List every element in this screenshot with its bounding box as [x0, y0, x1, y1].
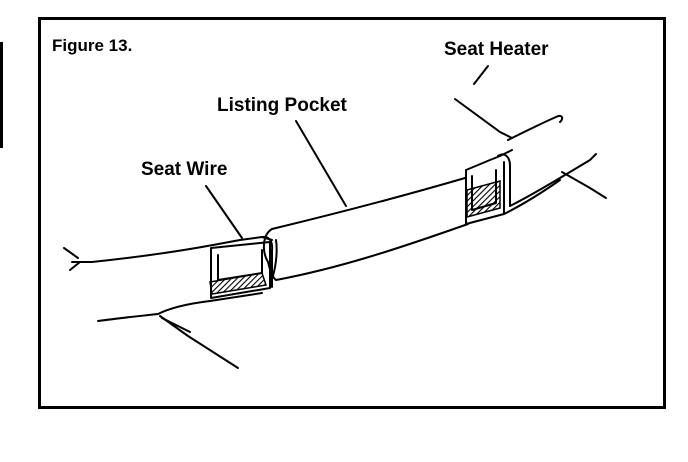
- page-edge-mark: [0, 42, 3, 148]
- seat-heater-label: Seat Heater: [444, 39, 549, 60]
- right-clip-lip: [497, 153, 511, 207]
- listing-pocket-top: [271, 177, 466, 230]
- listing-pocket-label: Listing Pocket: [217, 95, 347, 116]
- left-wire-hatch: [209, 272, 267, 295]
- right-wire-hatch: [466, 180, 501, 218]
- right-cushion-back: [503, 179, 561, 215]
- figure-frame: [38, 17, 666, 409]
- seat-heater-leader: [454, 65, 513, 139]
- seat-wire-leader: [205, 185, 243, 239]
- lower-cushion-edge: [157, 292, 263, 315]
- right-cushion-top: [507, 114, 564, 141]
- upper-cushion-edge-left: [71, 244, 214, 263]
- listing-pocket-seam: [271, 239, 278, 280]
- right-clip-top: [465, 149, 513, 171]
- figure-title: Figure 13.: [52, 36, 133, 55]
- upper-cushion-tick: [63, 247, 81, 271]
- left-clip-lip: [261, 235, 274, 288]
- right-clip-outline: [465, 161, 505, 225]
- lower-cushion-top-left: [97, 313, 159, 322]
- seat-wire-label: Seat Wire: [141, 159, 228, 180]
- lower-cushion-fold-2: [161, 317, 191, 333]
- listing-pocket-leader: [295, 120, 347, 207]
- listing-pocket-bottom: [275, 223, 469, 281]
- right-cushion-fold: [561, 171, 607, 199]
- right-cushion-lower: [509, 153, 597, 207]
